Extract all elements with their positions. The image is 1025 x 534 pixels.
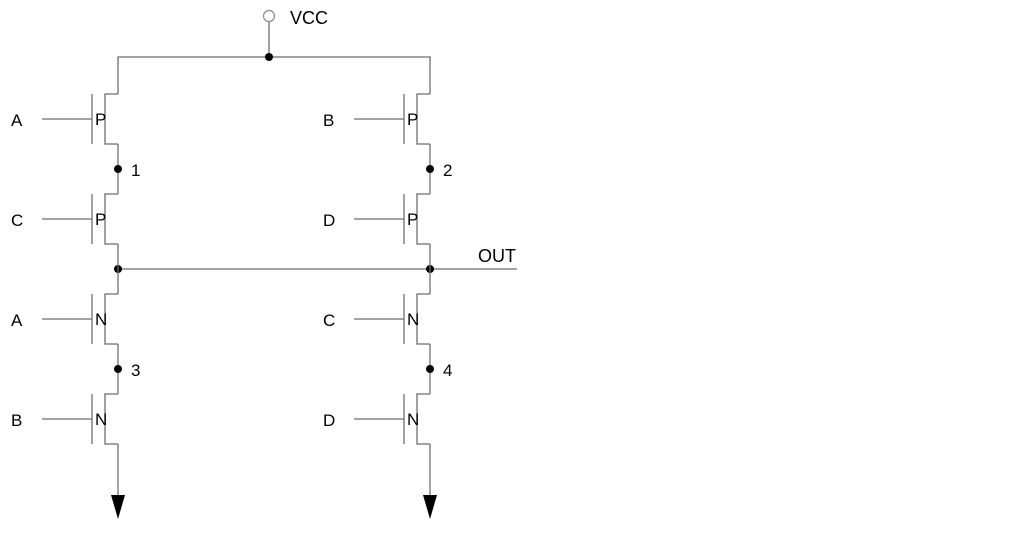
node-3: 3 bbox=[114, 361, 140, 380]
node-dot bbox=[426, 165, 434, 173]
channel bbox=[104, 393, 118, 445]
input-label: D bbox=[323, 411, 335, 430]
transistor-n-b: NB bbox=[11, 393, 118, 445]
vcc-rail bbox=[117, 56, 431, 94]
vcc-junction-dot bbox=[265, 53, 273, 61]
channel bbox=[104, 193, 118, 245]
transistor-type-label: P bbox=[95, 110, 106, 129]
vcc-terminal-icon bbox=[262, 9, 276, 23]
transistor-type-label: P bbox=[407, 210, 418, 229]
ground-arrow-icon bbox=[111, 495, 125, 519]
transistor-type-label: N bbox=[407, 310, 419, 329]
vcc-label: VCC bbox=[290, 8, 328, 28]
output-label: OUT bbox=[478, 246, 516, 266]
ground-arrow-icon bbox=[423, 495, 437, 519]
node-dot bbox=[426, 365, 434, 373]
channel bbox=[104, 93, 118, 145]
channel bbox=[416, 93, 430, 145]
node-1: 1 bbox=[114, 161, 140, 180]
channel bbox=[104, 293, 118, 345]
transistor-p-a: PA bbox=[11, 93, 118, 145]
node-label: 2 bbox=[443, 161, 452, 180]
transistor-n-d: ND bbox=[323, 393, 430, 445]
node-label: 3 bbox=[131, 361, 140, 380]
input-label: B bbox=[11, 411, 22, 430]
input-label: A bbox=[11, 311, 23, 330]
transistor-p-d: PD bbox=[323, 193, 430, 245]
input-label: B bbox=[323, 111, 334, 130]
ground-left bbox=[111, 444, 125, 519]
input-label: D bbox=[323, 211, 335, 230]
transistor-type-label: P bbox=[407, 110, 418, 129]
ground-right bbox=[423, 444, 437, 519]
transistor-type-label: P bbox=[95, 210, 106, 229]
transistor-type-label: N bbox=[407, 410, 419, 429]
channel bbox=[416, 193, 430, 245]
transistor-p-b: PB bbox=[323, 93, 430, 145]
transistor-n-a: NA bbox=[11, 293, 118, 345]
node-dot bbox=[114, 365, 122, 373]
node-label: 4 bbox=[443, 361, 452, 380]
input-label: C bbox=[11, 211, 23, 230]
channel bbox=[416, 393, 430, 445]
input-label: A bbox=[11, 111, 23, 130]
transistor-p-c: PC bbox=[11, 193, 118, 245]
node-4: 4 bbox=[426, 361, 452, 380]
transistor-n-c: NC bbox=[323, 293, 430, 345]
transistor-type-label: N bbox=[95, 410, 107, 429]
channel bbox=[416, 293, 430, 345]
input-label: C bbox=[323, 311, 335, 330]
transistor-type-label: N bbox=[95, 310, 107, 329]
node-dot bbox=[114, 165, 122, 173]
node-2: 2 bbox=[426, 161, 452, 180]
node-label: 1 bbox=[131, 161, 140, 180]
